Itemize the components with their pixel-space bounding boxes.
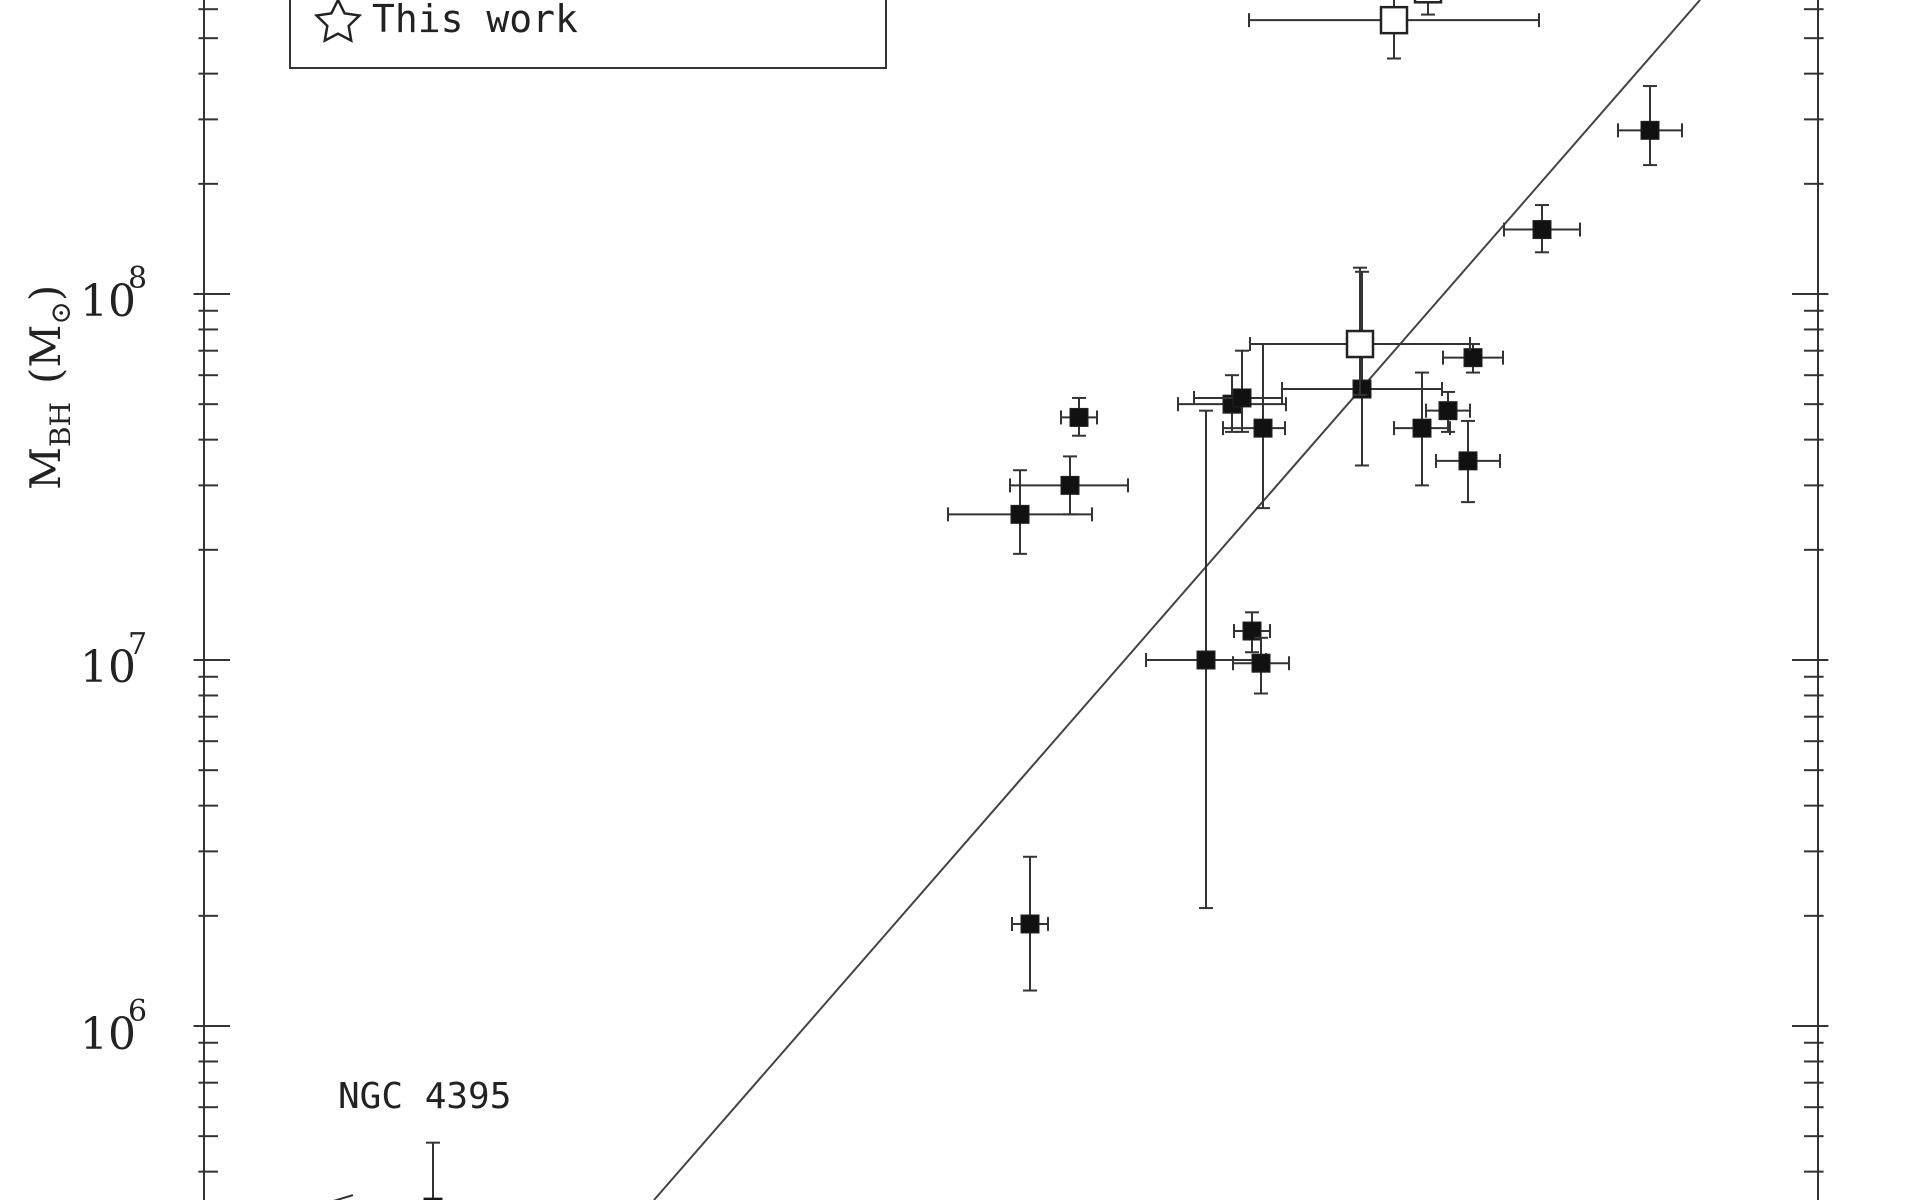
y-tick-label-base: 10 bbox=[80, 642, 136, 693]
right-tick-marks bbox=[1792, 8, 1829, 1173]
filled-square-point bbox=[1233, 611, 1271, 654]
data-points bbox=[333, 0, 1683, 1200]
filled-square-marker bbox=[1463, 348, 1483, 368]
open-square-marker bbox=[1345, 329, 1375, 359]
y-tick-label-1e6: 10 6 bbox=[80, 994, 147, 1060]
filled-square-marker bbox=[1532, 220, 1552, 240]
filled-square-marker bbox=[1412, 418, 1432, 438]
y-tick-label-base: 10 bbox=[80, 276, 136, 327]
legend-label: This work bbox=[372, 0, 578, 41]
filled-square-marker bbox=[1010, 504, 1030, 524]
filled-square-point bbox=[1232, 636, 1290, 695]
filled-square-point bbox=[1060, 396, 1098, 437]
svg-text:MBH(M⊙): MBH (M⊙) bbox=[21, 285, 77, 490]
filled-square-marker bbox=[1640, 120, 1660, 140]
filled-square-marker bbox=[1253, 418, 1273, 438]
legend-box bbox=[289, 0, 887, 69]
filled-square-point bbox=[1393, 371, 1451, 487]
filled-square-point bbox=[333, 1141, 443, 1200]
filled-square-marker bbox=[1196, 650, 1216, 670]
filled-square-point bbox=[1442, 343, 1504, 374]
open-square-marker bbox=[1413, 0, 1443, 4]
fit-line bbox=[653, 0, 1701, 1200]
y-axis-label-subscript: BH bbox=[44, 402, 77, 447]
y-tick-label-exponent: 6 bbox=[128, 994, 147, 1029]
filled-square-marker bbox=[1251, 653, 1271, 673]
filled-square-point bbox=[1435, 419, 1501, 504]
y-axis-label-unit: (M bbox=[21, 325, 70, 384]
y-axis-label-main: M bbox=[21, 447, 70, 490]
filled-square-marker bbox=[1242, 621, 1262, 641]
legend-star-marker bbox=[313, 0, 363, 43]
filled-square-marker bbox=[1352, 379, 1372, 399]
filled-square-point bbox=[1617, 85, 1683, 167]
filled-square-point bbox=[1193, 349, 1283, 433]
filled-square-point bbox=[1011, 855, 1049, 992]
y-axis-label-unit-symbol: ⊙ bbox=[44, 301, 77, 324]
legend: This work bbox=[289, 0, 887, 69]
left-tick-marks bbox=[193, 8, 230, 1173]
filled-square-point bbox=[1009, 455, 1129, 516]
filled-square-marker bbox=[1232, 388, 1252, 408]
filled-square-marker bbox=[1020, 914, 1040, 934]
y-tick-label-base: 10 bbox=[80, 1009, 136, 1060]
open-square-point bbox=[1413, 0, 1443, 16]
open-square-point bbox=[1249, 266, 1471, 396]
filled-square-marker bbox=[423, 1197, 443, 1200]
upper-limit-arrow-head bbox=[333, 1194, 354, 1200]
y-tick-label-exponent: 8 bbox=[128, 261, 147, 296]
filled-square-point bbox=[947, 469, 1093, 555]
filled-square-point bbox=[1425, 390, 1471, 433]
y-axis-label: MBH (M⊙) bbox=[21, 285, 77, 490]
open-square-marker bbox=[1379, 5, 1409, 35]
filled-square-marker bbox=[1060, 475, 1080, 495]
y-axis-label-close: ) bbox=[21, 285, 70, 301]
filled-square-marker bbox=[1069, 407, 1089, 427]
filled-square-marker bbox=[1458, 451, 1478, 471]
y-tick-label-1e7: 10 7 bbox=[80, 627, 147, 693]
y-tick-label-exponent: 7 bbox=[128, 627, 147, 662]
filled-square-marker bbox=[1438, 401, 1458, 421]
filled-square-point bbox=[1145, 409, 1267, 910]
open-square-point bbox=[1248, 0, 1540, 60]
annotation-ngc4395: NGC 4395 bbox=[338, 1076, 511, 1117]
filled-square-point bbox=[1281, 270, 1443, 467]
filled-square-point bbox=[1503, 204, 1581, 254]
y-tick-label-1e8: 10 8 bbox=[80, 261, 147, 327]
